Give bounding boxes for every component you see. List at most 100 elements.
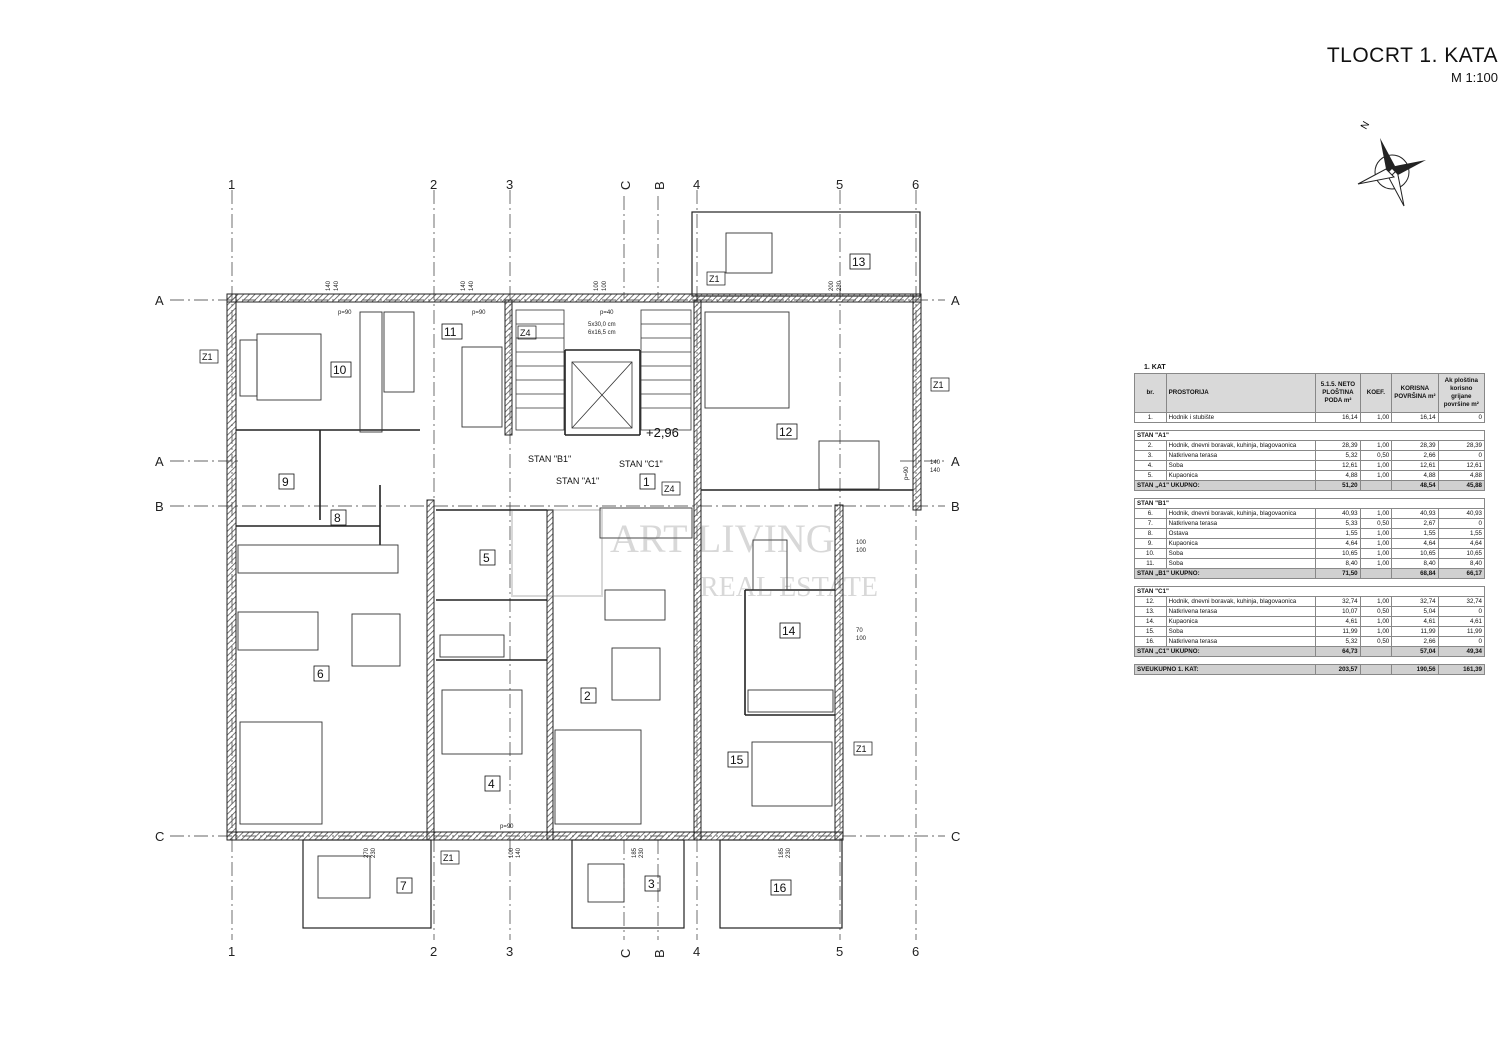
cell: 4,61 <box>1391 616 1439 627</box>
table <box>317 855 371 899</box>
watermark: ART LIVING REAL ESTATE <box>511 509 878 603</box>
cell: 5,04 <box>1391 606 1439 617</box>
cell: Kupaonica <box>1165 616 1317 627</box>
dim-label: p=90 <box>904 466 910 480</box>
cell: Natkrivena terasa <box>1165 518 1317 529</box>
cell: 40,93 <box>1391 508 1439 519</box>
room-13: 13 <box>852 255 866 269</box>
section-name: STAN "A1" <box>1134 430 1485 441</box>
cell: 57,04 <box>1391 646 1439 657</box>
axis-col-b-bottom: B <box>652 949 667 958</box>
cell: Hodnik i stubište <box>1165 412 1317 423</box>
cell: 1,00 <box>1359 538 1393 549</box>
axis-col-3-bottom: 3 <box>506 944 513 959</box>
room-6: 6 <box>317 667 324 681</box>
sofa <box>554 729 642 825</box>
room-labels: 1 2 3 4 5 6 7 8 9 10 11 12 13 14 15 16 +… <box>199 253 950 896</box>
apartment-c1-label: STAN "C1" <box>619 459 663 469</box>
cell: 66,17 <box>1437 568 1486 579</box>
cell: 10,65 <box>1315 548 1361 559</box>
cell: 1,00 <box>1359 440 1393 451</box>
axis-col-5-top: 5 <box>836 177 843 192</box>
cell: 2,67 <box>1391 518 1439 529</box>
axis-col-2-top: 2 <box>430 177 437 192</box>
dim-label: p=90 <box>500 824 514 830</box>
kitchen-island <box>237 611 319 651</box>
cell: 64,73 <box>1315 646 1361 657</box>
wardrobe <box>359 311 383 433</box>
dim-label: 140 <box>930 460 941 466</box>
cell: 0 <box>1437 636 1486 647</box>
cell: 11,99 <box>1437 626 1486 637</box>
dim-label: 140 <box>334 280 340 291</box>
room-3: 3 <box>648 877 655 891</box>
cell: 1,55 <box>1315 528 1361 539</box>
dim-label: 100 <box>856 636 867 642</box>
dim-label: 230 <box>371 847 377 858</box>
kitchen <box>599 507 693 539</box>
cell: 1,00 <box>1359 508 1393 519</box>
drawing-title: TLOCRT 1. KATA M 1:100 <box>1327 44 1498 85</box>
cell: 4,64 <box>1391 538 1439 549</box>
cell: 1. <box>1134 412 1167 423</box>
room-4: 4 <box>488 777 495 791</box>
section-table: STAN "C1"12.Hodnik, dnevni boravak, kuhi… <box>1133 586 1486 657</box>
cell: 28,39 <box>1391 440 1439 451</box>
axis-row-c-right: C <box>951 829 960 844</box>
cell: 0 <box>1437 518 1486 529</box>
staircase <box>515 309 692 431</box>
section-header-row: STAN "A1" <box>1134 430 1485 441</box>
cell: 10,65 <box>1391 548 1439 559</box>
cell: 11,99 <box>1391 626 1439 637</box>
cell: 0,50 <box>1359 636 1393 647</box>
cell: 8. <box>1134 528 1167 539</box>
area-table-main: br. PROSTORIJA 5.1.5. NETO PLOŠTINA PODA… <box>1134 373 1486 423</box>
cell: 4,61 <box>1437 616 1486 627</box>
cell: 15. <box>1134 626 1167 637</box>
cell: 8,40 <box>1437 558 1486 569</box>
section-header-row: STAN "C1" <box>1134 586 1485 597</box>
cell: 4,64 <box>1437 538 1486 549</box>
cell: 48,54 <box>1391 480 1439 491</box>
cell: 16,14 <box>1391 412 1439 423</box>
cell: Hodnik, dnevni boravak, kuhinja, blagova… <box>1165 596 1317 607</box>
dim-label: 140 <box>326 280 332 291</box>
cell: 161,39 <box>1437 664 1486 675</box>
dim-label: 5x30,0 cm <box>588 322 616 328</box>
room-15: 15 <box>730 753 744 767</box>
cell: Kupaonica <box>1165 470 1317 481</box>
cell: Natkrivena terasa <box>1165 636 1317 647</box>
title-text: TLOCRT 1. KATA <box>1326 44 1498 67</box>
room-7: 7 <box>400 879 407 893</box>
dim-label: 100 <box>856 548 867 554</box>
col-header-net-area: 5.1.5. NETO PLOŠTINA PODA m² <box>1315 373 1361 413</box>
cell: 1,00 <box>1359 558 1393 569</box>
section-name: STAN "B1" <box>1134 498 1485 509</box>
furniture <box>237 232 880 903</box>
axis-col-1-bottom: 1 <box>228 944 235 959</box>
cell: Soba <box>1165 548 1317 559</box>
cell: 0,50 <box>1359 518 1393 529</box>
section-table: STAN "A1"2.Hodnik, dnevni boravak, kuhin… <box>1133 430 1486 491</box>
kitchen <box>237 544 399 574</box>
col-header-useful-area: KORISNA POVRŠINA m² <box>1391 373 1439 413</box>
kitchen <box>752 539 788 591</box>
cell: 12,61 <box>1437 460 1486 471</box>
cell: 8,40 <box>1315 558 1361 569</box>
cell: Soba <box>1165 460 1317 471</box>
axis-col-b-top: B <box>652 181 667 190</box>
room-11: 11 <box>444 325 457 339</box>
cell: 0 <box>1437 412 1486 423</box>
cell: 12,61 <box>1391 460 1439 471</box>
col-header-room: PROSTORIJA <box>1165 373 1317 413</box>
room-9: 9 <box>282 475 289 489</box>
cell: Soba <box>1165 558 1317 569</box>
cell: Kupaonica <box>1165 538 1317 549</box>
wardrobe <box>747 689 834 713</box>
cell: 5,32 <box>1315 450 1361 461</box>
window-z4-2: Z4 <box>664 484 675 494</box>
